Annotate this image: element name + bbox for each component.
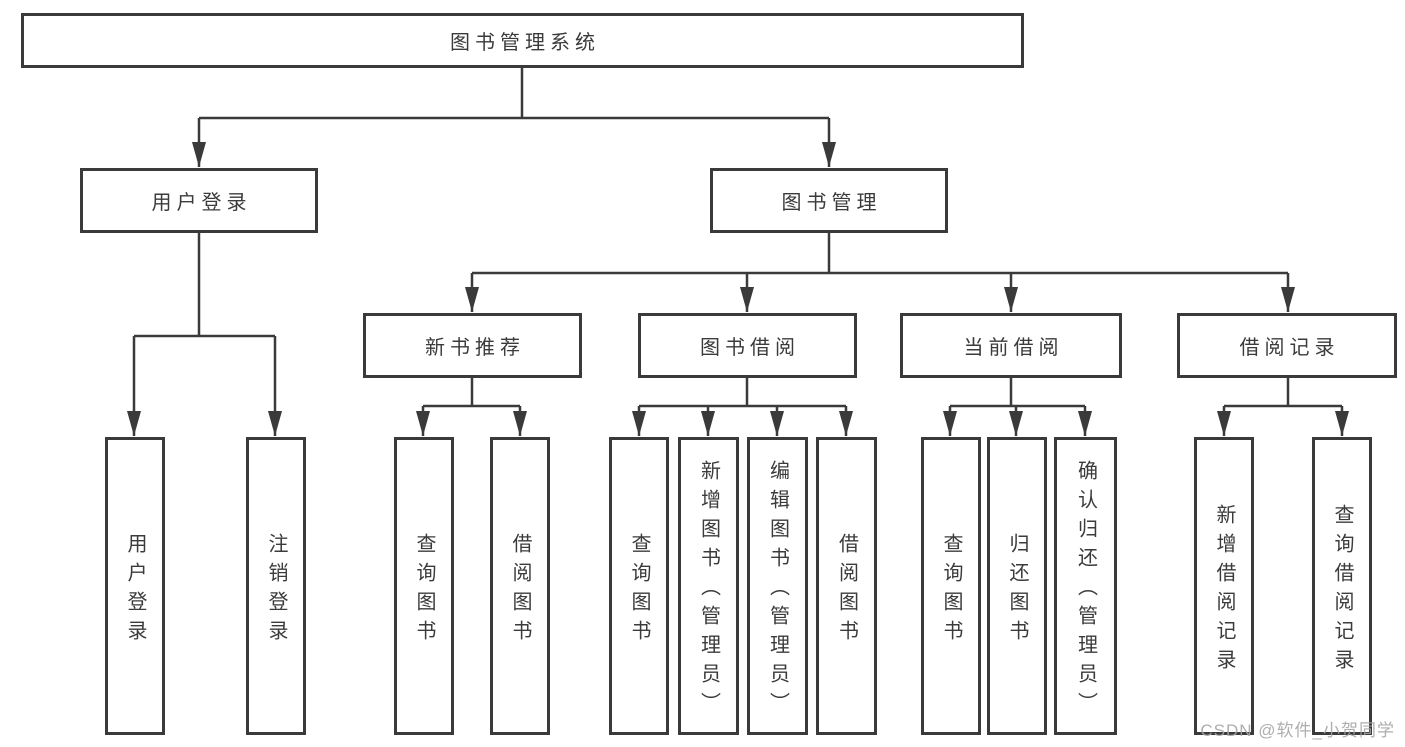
watermark-text: CSDN @软件_小贺同学	[1200, 721, 1395, 740]
node-book-borrowing: 图书借阅	[638, 313, 857, 378]
leaf-return-books-label: 归还图书	[1006, 532, 1028, 649]
leaf-user-login-label: 用户登录	[124, 532, 146, 649]
node-user-login: 用户登录	[80, 168, 318, 233]
leaf-confirm-return-admin: 确认归还（管理员）	[1054, 437, 1117, 735]
leaf-query-books-borrowing: 查询图书	[609, 437, 669, 735]
node-borrowing-records: 借阅记录	[1177, 313, 1397, 378]
leaf-query-books-borrowing-label: 查询图书	[628, 532, 650, 649]
leaf-query-books-current-label: 查询图书	[940, 532, 962, 649]
leaf-borrow-books-borrowing: 借阅图书	[816, 437, 877, 735]
node-new-book-recommendation: 新书推荐	[363, 313, 582, 378]
node-current-borrowing: 当前借阅	[900, 313, 1122, 378]
node-library-system: 图书管理系统	[21, 13, 1024, 68]
leaf-query-borrow-record-label: 查询借阅记录	[1331, 503, 1353, 678]
node-book-management: 图书管理	[710, 168, 948, 233]
leaf-return-books: 归还图书	[987, 437, 1047, 735]
leaf-query-books-current: 查询图书	[921, 437, 981, 735]
leaf-confirm-return-admin-label: 确认归还（管理员）	[1074, 460, 1097, 721]
leaf-borrow-books-recommend-label: 借阅图书	[509, 532, 531, 649]
leaf-user-login: 用户登录	[105, 437, 165, 735]
leaf-add-borrow-record-label: 新增借阅记录	[1213, 503, 1235, 678]
leaf-edit-book-admin-label: 编辑图书（管理员）	[766, 460, 789, 721]
leaf-edit-book-admin: 编辑图书（管理员）	[747, 437, 808, 735]
leaf-add-borrow-record: 新增借阅记录	[1194, 437, 1254, 735]
leaf-query-borrow-record: 查询借阅记录	[1312, 437, 1372, 735]
leaf-query-books-recommend: 查询图书	[394, 437, 454, 735]
leaf-logout-label: 注销登录	[265, 532, 287, 649]
leaf-logout: 注销登录	[246, 437, 306, 735]
leaf-borrow-books-recommend: 借阅图书	[490, 437, 550, 735]
leaf-add-book-admin-label: 新增图书（管理员）	[697, 460, 720, 721]
leaf-query-books-recommend-label: 查询图书	[413, 532, 435, 649]
leaf-add-book-admin: 新增图书（管理员）	[678, 437, 739, 735]
leaf-borrow-books-borrowing-label: 借阅图书	[835, 532, 858, 649]
